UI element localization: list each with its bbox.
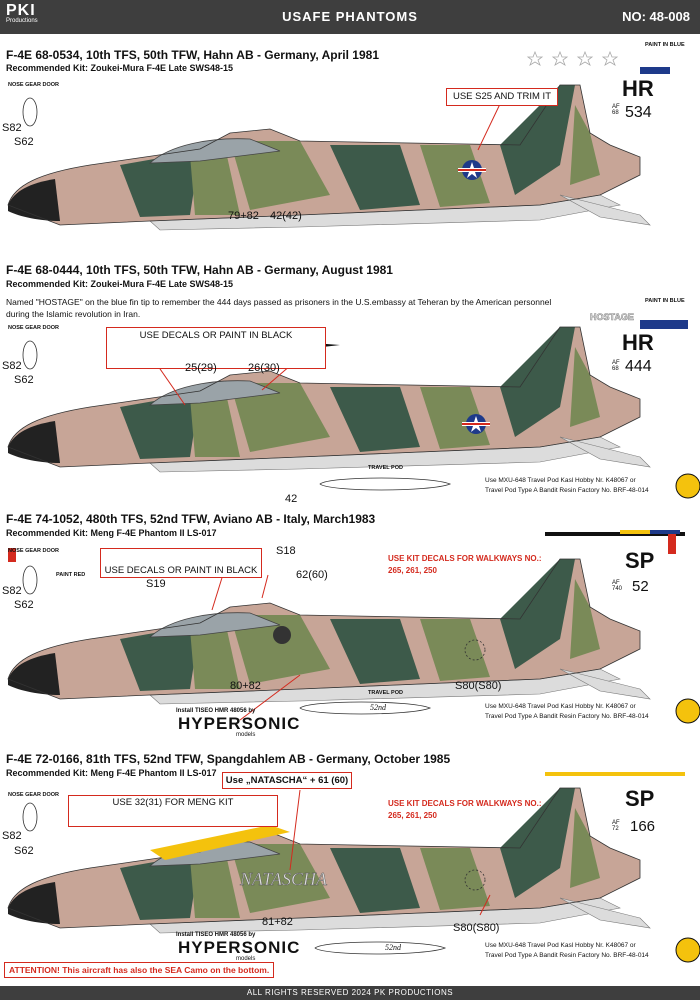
s3-label-s80: S80(S80) (455, 680, 502, 692)
s3-pod-note: Use MXU-648 Travel Pod Kasl Hobby Nr. K4… (485, 702, 649, 722)
s3-serial: 52 (632, 578, 649, 595)
s3-install-note: Install TISEO HMR 48056 by (176, 708, 256, 714)
s3-label-s62: S62 (14, 599, 34, 611)
s4-label-81: 81+82 (262, 916, 293, 928)
roundel-2 (462, 414, 490, 434)
roundel-1 (458, 160, 486, 180)
s4-label-s82: S82 (2, 830, 22, 842)
s2-nose-gear-label: NOSE GEAR DOOR (8, 325, 60, 331)
section1-kit: Recommended Kit: Zoukei-Mura F-4E Late S… (6, 63, 234, 73)
sheet-title: USAFE PHANTOMS (282, 9, 418, 24)
s3-hypersonic-sub: models (236, 732, 256, 738)
logo-text: PKI (6, 2, 36, 19)
s4-serial: 166 (630, 818, 656, 835)
s2-pod-line2: Travel Pod Type A Bandit Resin Factory N… (485, 487, 649, 494)
s3-walkways-nums: 265, 261, 250 (388, 566, 437, 575)
s3-travel-pod-label: TRAVEL POD (368, 690, 403, 696)
s4-pod-line2: Travel Pod Type A Bandit Resin Factory N… (485, 952, 649, 959)
s2-label-s62: S62 (14, 374, 34, 386)
svg-text:NATASCHA: NATASCHA (239, 869, 328, 889)
s2-travel-pod-label: TRAVEL POD (368, 465, 403, 471)
s3-serial-prefix: AF 740 (612, 580, 623, 592)
s2-paint-blue: PAINT IN BLUE (645, 298, 685, 304)
s4-pod-note: Use MXU-648 Travel Pod Kasl Hobby Nr. K4… (485, 941, 649, 961)
s3-label-80: 80+82 (230, 680, 261, 692)
s4-pod-script: 52nd (385, 943, 401, 952)
s3-paint-red: PAINT RED (56, 572, 86, 578)
s3-hypersonic-logo: HYPERSONIC (178, 714, 301, 733)
s4-natascha-box: Use „NATASCHA“ + 61 (60) (222, 772, 352, 789)
s4-instruction-box: USE 32(31) FOR MENG KIT (68, 795, 278, 827)
s3-label-s82: S82 (2, 585, 22, 597)
s3-walkways-note: USE KIT DECALS FOR WALKWAYS NO.: 265, 26… (388, 553, 542, 577)
section2-kit: Recommended Kit: Zoukei-Mura F-4E Late S… (6, 279, 234, 289)
s3-pod-script: 52nd (370, 703, 386, 712)
s1-label-42: 42(42) (270, 210, 302, 222)
s1-serial: 534 (625, 104, 652, 121)
section3-title: F-4E 74-1052, 480th TFS, 52nd TFW, Avian… (6, 512, 376, 526)
section2-title: F-4E 68-0444, 10th TFS, 50th TFW, Hahn A… (6, 263, 393, 277)
s3-label-62: 62(60) (296, 569, 328, 581)
section1-title: F-4E 68-0534, 10th TFS, 50th TFW, Hahn A… (6, 48, 379, 62)
section4-kit: Recommended Kit: Meng F-4E Phantom II LS… (6, 768, 217, 778)
section2-description: Named "HOSTAGE" on the blue fin tip to r… (6, 297, 552, 319)
s4-walkways-nums: 265, 261, 250 (388, 811, 437, 820)
s4-pod-line1: Use MXU-648 Travel Pod Kasl Hobby Nr. K4… (485, 942, 636, 949)
s2-serial: 444 (625, 358, 652, 375)
section3-kit: Recommended Kit: Meng F-4E Phantom II LS… (6, 528, 217, 538)
s4-hypersonic-logo: HYPERSONIC (178, 938, 301, 957)
s1-paint-blue: PAINT IN BLUE (645, 42, 685, 48)
s1-nose-gear-label: NOSE GEAR DOOR (8, 82, 60, 88)
s2-tail-code: HR (622, 330, 654, 355)
s3-label-s18: S18 (276, 545, 296, 557)
s2-label-42: 42 (285, 493, 298, 505)
s1-serial-prefix: AF 68 (612, 104, 620, 116)
s2-pod-note: Use MXU-648 Travel Pod Kasl Hobby Nr. K4… (485, 476, 649, 496)
s3-pod-line2: Travel Pod Type A Bandit Resin Factory N… (485, 713, 649, 720)
s1-tail-code: HR (622, 76, 654, 101)
s4-attention-note: ATTENTION! This aircraft has also the SE… (4, 962, 275, 978)
s3-tail-code: SP (625, 548, 655, 573)
s4-install-note: Install TISEO HMR 48056 by (176, 932, 256, 938)
page-header: PKI Productions USAFE PHANTOMS NO: 48-00… (0, 0, 700, 34)
sheet-code: NO: 48-008 (622, 9, 690, 24)
logo-subtitle: Productions (6, 18, 38, 24)
s2-hostage-label: HOSTAGE (590, 312, 634, 323)
s3-walkways-title: USE KIT DECALS FOR WALKWAYS NO.: (388, 554, 542, 563)
s2-instruction-box: USE DECALS OR PAINT IN BLACK (106, 327, 326, 369)
s1-label-s62: S62 (14, 136, 34, 148)
s2-label-26: 26(30) (248, 362, 280, 374)
s2-pod-line1: Use MXU-648 Travel Pod Kasl Hobby Nr. K4… (485, 477, 636, 484)
s4-tail-code: SP (625, 786, 655, 811)
s3-nose-gear-label: NOSE GEAR DOOR (8, 548, 60, 554)
s4-walkways-title: USE KIT DECALS FOR WALKWAYS NO.: (388, 799, 542, 808)
s2-label-s82: S82 (2, 360, 22, 372)
s4-label-s62: S62 (14, 845, 34, 857)
s2-serial-prefix: AF 68 (612, 360, 620, 372)
s1-instruction-box: USE S25 AND TRIM IT (446, 88, 558, 106)
s1-label-s82: S82 (2, 122, 22, 134)
pk-logo: PKI Productions (6, 2, 38, 24)
s4-nose-gear-label: NOSE GEAR DOOR (8, 792, 60, 798)
s4-walkways-note: USE KIT DECALS FOR WALKWAYS NO.: 265, 26… (388, 798, 542, 822)
s3-instruction-box: USE DECALS OR PAINT IN BLACK (100, 548, 262, 578)
s4-label-s80: S80(S80) (453, 922, 500, 934)
s3-label-s19: S19 (146, 578, 166, 590)
s4-hypersonic-sub: models (236, 956, 256, 962)
s1-label-79: 79+82 (228, 210, 259, 222)
page-footer: ALL RIGHTS RESERVED 2024 PK PRODUCTIONS (0, 986, 700, 1000)
s2-label-25: 25(29) (185, 362, 217, 374)
section4-title: F-4E 72-0166, 81th TFS, 52nd TFW, Spangd… (6, 752, 451, 766)
s4-serial-prefix: AF 72 (612, 820, 620, 832)
s3-pod-line1: Use MXU-648 Travel Pod Kasl Hobby Nr. K4… (485, 703, 636, 710)
